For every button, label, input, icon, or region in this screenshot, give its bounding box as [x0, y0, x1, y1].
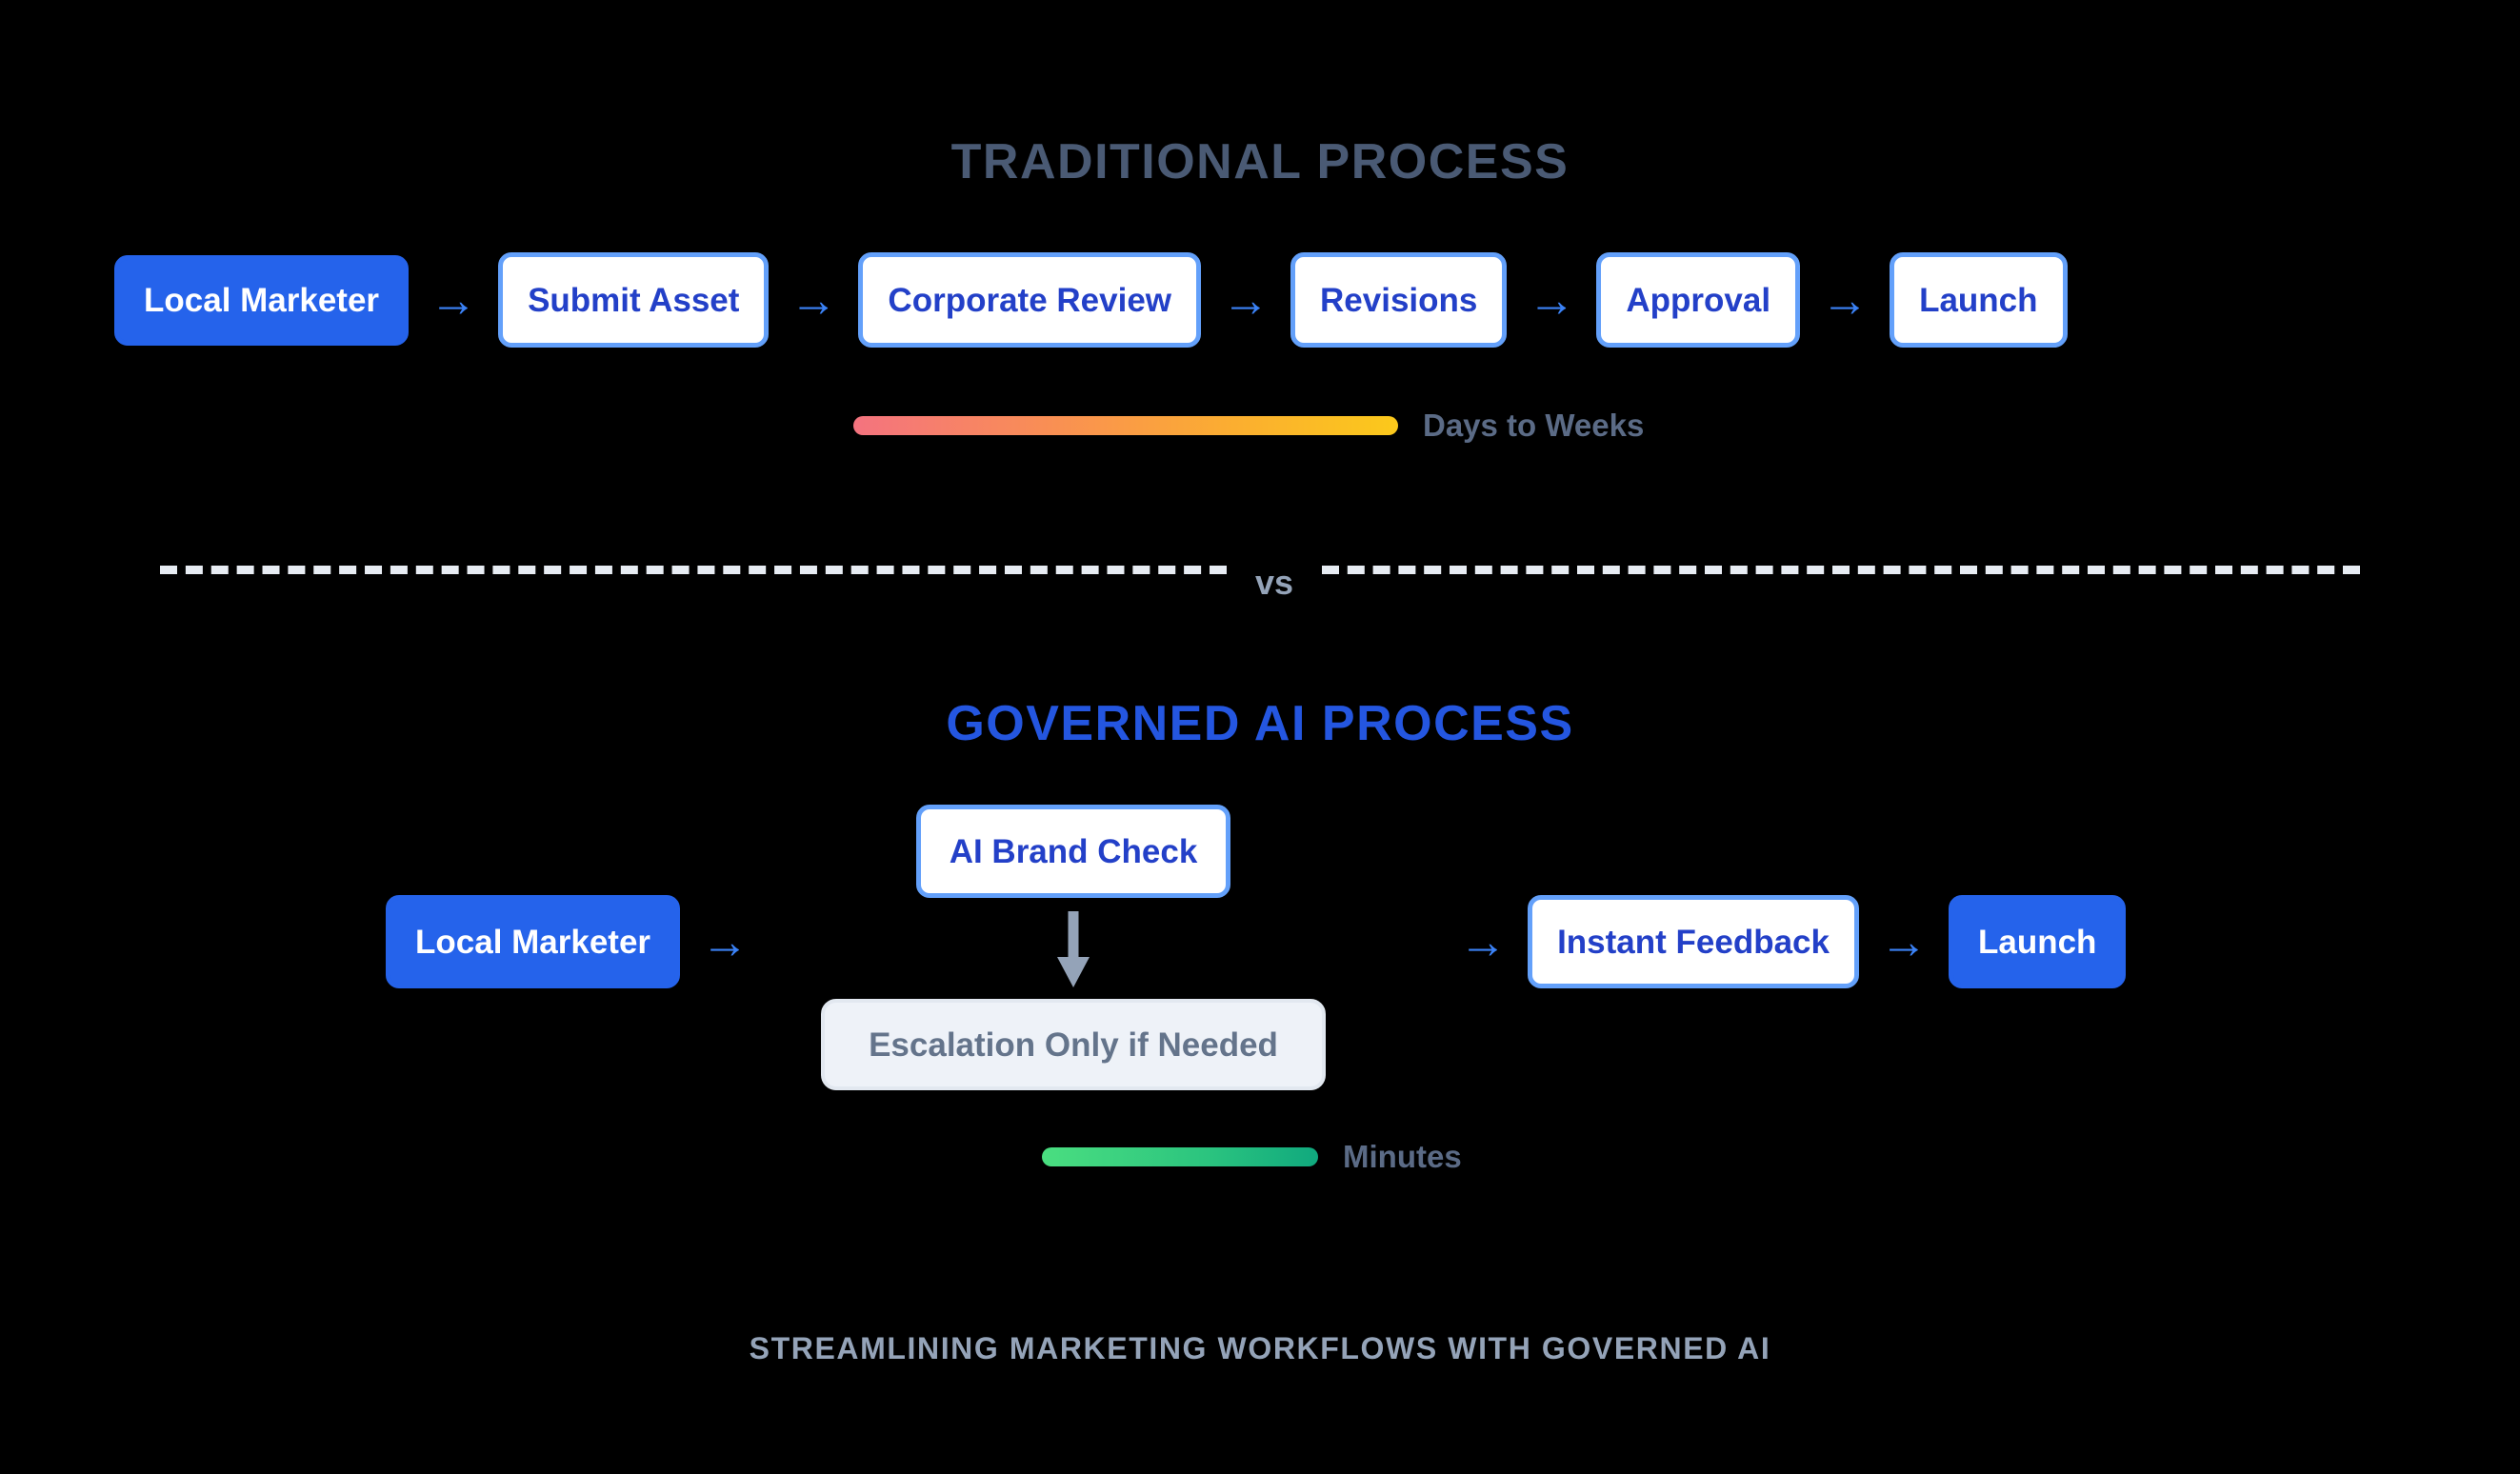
- node-label: Launch: [1977, 923, 2097, 961]
- traditional-process-title: TRADITIONAL PROCESS: [950, 134, 1570, 189]
- duration-bar-slow: [853, 416, 1398, 435]
- node-corporate-review[interactable]: Corporate Review: [858, 252, 1202, 348]
- vs-label: vs: [1254, 563, 1294, 602]
- node-launch-traditional[interactable]: Launch: [1890, 252, 2068, 348]
- governed-flow-row: Local Marketer → → Instant Feedback → La…: [386, 895, 2127, 988]
- arrow-right-icon: →: [1821, 273, 1870, 327]
- arrow-down-icon: [1057, 911, 1090, 989]
- node-label: Revisions: [1320, 281, 1478, 319]
- arrow-right-icon: →: [1222, 273, 1270, 327]
- node-revisions[interactable]: Revisions: [1290, 252, 1508, 348]
- traditional-timing: Days to Weeks: [853, 408, 1644, 444]
- arrow-right-icon: →: [790, 273, 838, 327]
- governed-branch-column: AI Brand Check Escalation Only if Needed: [821, 805, 1326, 1090]
- governed-process-title: GOVERNED AI PROCESS: [946, 696, 1574, 751]
- arrow-right-icon: →: [701, 915, 750, 968]
- node-label: Launch: [1919, 281, 2038, 319]
- node-launch-governed[interactable]: Launch: [1948, 895, 2127, 988]
- node-label: Local Marketer: [144, 281, 380, 319]
- node-ai-brand-check[interactable]: AI Brand Check: [915, 805, 1231, 898]
- node-approval[interactable]: Approval: [1596, 252, 1801, 348]
- arrow-down-head: [1057, 957, 1090, 987]
- divider-dash-left: [159, 565, 1227, 574]
- arrow-down-stem: [1068, 911, 1079, 961]
- node-escalation-only-if-needed[interactable]: Escalation Only if Needed: [821, 999, 1326, 1090]
- duration-bar-fast: [1042, 1147, 1318, 1166]
- governed-timing: Minutes: [1042, 1139, 1462, 1175]
- node-label: Escalation Only if Needed: [869, 1026, 1278, 1064]
- duration-label-slow: Days to Weeks: [1423, 408, 1645, 443]
- diagram-caption: STREAMLINING MARKETING WORKFLOWS WITH GO…: [749, 1331, 1771, 1365]
- node-local-marketer-governed[interactable]: Local Marketer: [386, 895, 681, 988]
- node-local-marketer-traditional[interactable]: Local Marketer: [114, 254, 410, 346]
- node-label: Approval: [1626, 281, 1771, 319]
- arrow-right-icon: →: [1879, 915, 1928, 968]
- node-label: Submit Asset: [528, 281, 740, 319]
- duration-label-fast: Minutes: [1343, 1139, 1462, 1174]
- node-label: AI Brand Check: [949, 832, 1198, 870]
- node-label: Corporate Review: [888, 281, 1172, 319]
- node-label: Local Marketer: [415, 923, 651, 961]
- node-label: Instant Feedback: [1557, 923, 1830, 961]
- traditional-flow-row: Local Marketer → Submit Asset → Corporat…: [114, 252, 2068, 348]
- arrow-right-icon: →: [1459, 915, 1508, 968]
- divider-dash-right: [1322, 565, 2361, 574]
- node-submit-asset[interactable]: Submit Asset: [498, 252, 770, 348]
- vs-divider: vs: [0, 536, 2520, 603]
- node-instant-feedback[interactable]: Instant Feedback: [1528, 895, 1859, 988]
- arrow-right-icon: →: [430, 273, 478, 327]
- arrow-right-icon: →: [1528, 273, 1576, 327]
